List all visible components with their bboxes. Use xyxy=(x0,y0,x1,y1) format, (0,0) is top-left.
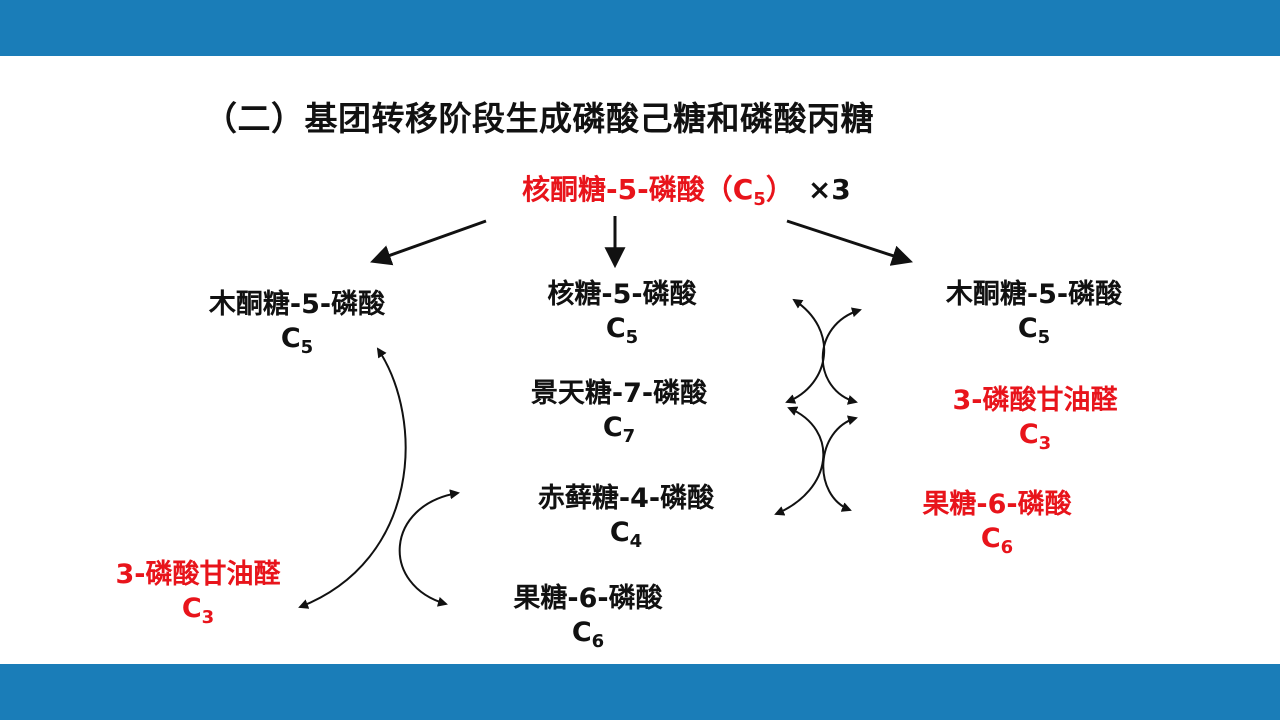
node-carbon: C5 xyxy=(1017,313,1051,348)
node-middle-sedoheptulose-7-phosphate: 景天糖-7-磷酸 C7 xyxy=(531,377,707,454)
node-left-glyceraldehyde-3-phosphate: 3-磷酸甘油醛 C3 xyxy=(116,558,281,635)
node-ribulose-5-phosphate-x3: 核酮糖-5-磷酸（C5） ×3 xyxy=(522,168,851,210)
node-carbon: C7 xyxy=(602,412,636,447)
node-name: 核糖-5-磷酸 xyxy=(547,279,697,310)
node-carbon: C3 xyxy=(1018,419,1052,454)
node-right-xylulose-5-phosphate: 木酮糖-5-磷酸 C5 xyxy=(946,278,1122,355)
page-title: （二）基团转移阶段生成磷酸己糖和磷酸丙糖 xyxy=(204,99,874,138)
node-name: 木酮糖-5-磷酸 xyxy=(945,279,1123,310)
node-name: 3-磷酸甘油醛 xyxy=(115,559,281,590)
node-top-name: 核酮糖-5-磷酸（C xyxy=(522,173,754,206)
node-name: 景天糖-7-磷酸 xyxy=(530,378,708,409)
arrow-right-lower-a xyxy=(774,406,825,516)
node-middle-erythrose-4-phosphate: 赤藓糖-4-磷酸 C4 xyxy=(538,482,714,559)
node-right-fructose-6-phosphate: 果糖-6-磷酸 C6 xyxy=(922,488,1071,565)
node-top-times: ×3 xyxy=(807,173,851,206)
node-middle-fructose-6-phosphate: 果糖-6-磷酸 C6 xyxy=(513,582,662,659)
node-carbon: C6 xyxy=(571,617,605,652)
arrow-right-lower-b xyxy=(822,415,858,512)
top-banner xyxy=(0,0,1280,56)
arrow-left-short-curve xyxy=(398,489,460,607)
node-name: 赤藓糖-4-磷酸 xyxy=(537,483,715,514)
bottom-banner xyxy=(0,664,1280,720)
node-name: 木酮糖-5-磷酸 xyxy=(208,289,386,320)
node-carbon: C5 xyxy=(605,313,639,348)
node-right-glyceraldehyde-3-phosphate: 3-磷酸甘油醛 C3 xyxy=(953,384,1118,461)
node-name: 3-磷酸甘油醛 xyxy=(952,385,1118,416)
node-carbon: C4 xyxy=(609,517,643,552)
node-middle-ribose-5-phosphate: 核糖-5-磷酸 C5 xyxy=(547,278,696,355)
node-carbon: C6 xyxy=(980,523,1014,558)
arrow-right-upper-a xyxy=(785,298,826,404)
arrow-to-left-xylulose xyxy=(370,219,487,266)
node-carbon: C3 xyxy=(181,593,215,628)
node-name: 果糖-6-磷酸 xyxy=(922,489,1072,520)
node-top-sub: 5 xyxy=(753,189,766,210)
node-name: 果糖-6-磷酸 xyxy=(513,583,663,614)
arrow-to-right-xylulose xyxy=(786,219,913,266)
arrow-right-upper-b xyxy=(821,307,862,405)
arrow-left-long-curve xyxy=(298,347,407,609)
node-top-close: ） xyxy=(765,173,794,206)
